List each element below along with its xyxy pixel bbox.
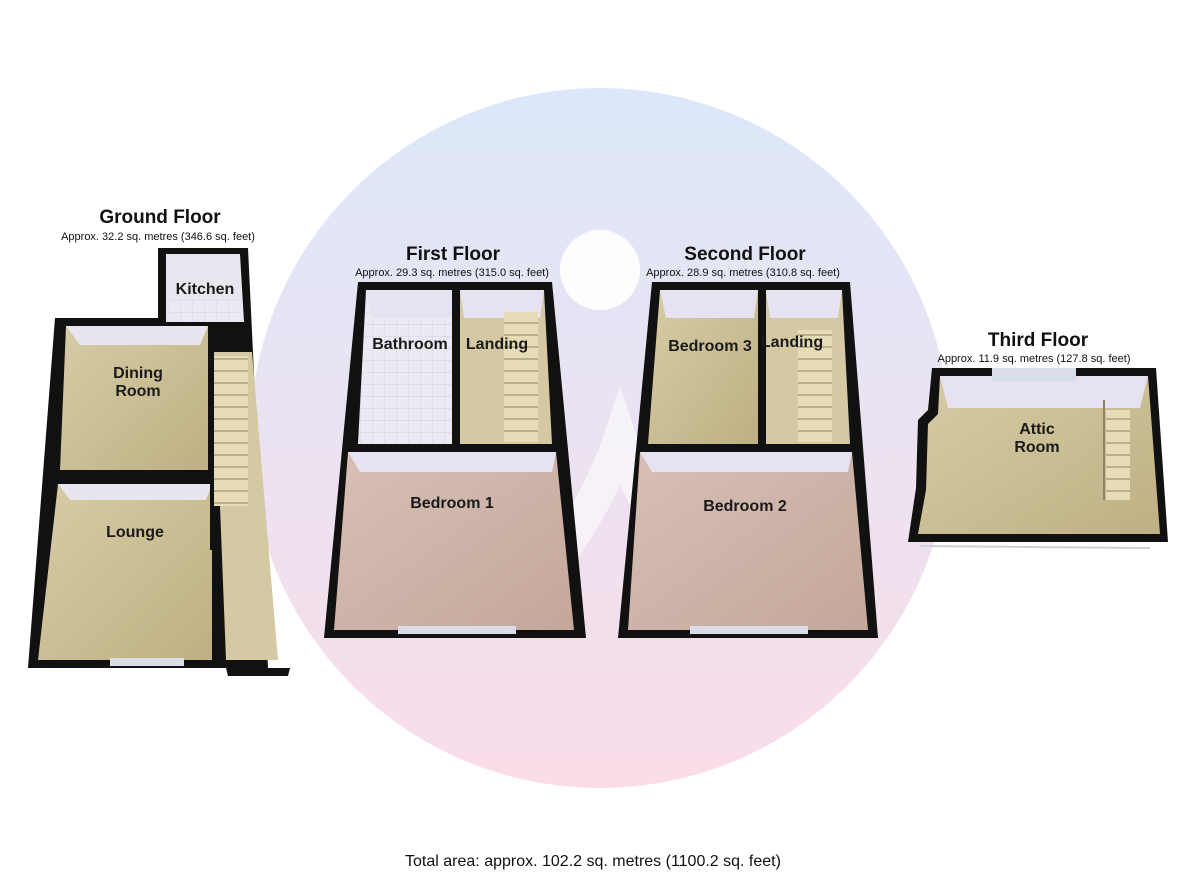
first-floor-title: First Floor [406, 244, 501, 265]
room-attic-floor [918, 376, 1160, 534]
first-floor: First Floor Approx. 29.3 sq. metres (315… [324, 244, 586, 638]
staircase-ground [214, 356, 248, 506]
room-bedroom-2-floor [628, 452, 868, 630]
staircase-second [798, 330, 832, 442]
room-lounge-floor [38, 484, 212, 660]
room-label-lounge: Lounge [106, 524, 164, 541]
room-label-attic: Attic [1019, 421, 1055, 438]
first-floor-area: Approx. 29.3 sq. metres (315.0 sq. feet) [355, 267, 549, 279]
third-floor: Third Floor Approx. 11.9 sq. metres (127… [908, 330, 1168, 549]
second-floor-area: Approx. 28.9 sq. metres (310.8 sq. feet) [646, 267, 840, 279]
room-bedroom-3-floor [648, 290, 758, 444]
room-label-bedroom-2: Bedroom 2 [703, 498, 787, 515]
room-label-bathroom: Bathroom [372, 336, 448, 353]
room-label-landing-first: Landing [466, 336, 528, 353]
ground-floor-area: Approx. 32.2 sq. metres (346.6 sq. feet) [61, 231, 255, 243]
second-floor: Second Floor Approx. 28.9 sq. metres (31… [618, 244, 878, 638]
ground-floor-title: Ground Floor [99, 207, 221, 228]
room-label-kitchen: Kitchen [176, 281, 235, 298]
room-label-attic-2: Room [1014, 439, 1059, 456]
second-floor-title: Second Floor [684, 244, 806, 265]
room-dining-floor [60, 326, 208, 470]
third-floor-title: Third Floor [988, 330, 1089, 351]
room-bedroom-1-floor [334, 452, 574, 630]
room-label-bedroom-3: Bedroom 3 [668, 338, 752, 355]
room-label-landing-second: Landing [761, 334, 823, 351]
staircase-attic [1106, 410, 1130, 500]
staircase-first [504, 312, 538, 442]
room-label-dining: Dining [113, 365, 163, 382]
third-floor-area: Approx. 11.9 sq. metres (127.8 sq. feet) [937, 353, 1130, 365]
ground-floor: Ground Floor Approx. 32.2 sq. metres (34… [28, 207, 290, 676]
room-label-dining-2: Room [115, 383, 160, 400]
room-label-bedroom-1: Bedroom 1 [410, 495, 494, 512]
room-bathroom-floor [358, 290, 452, 444]
total-area: Total area: approx. 102.2 sq. metres (11… [405, 853, 781, 870]
